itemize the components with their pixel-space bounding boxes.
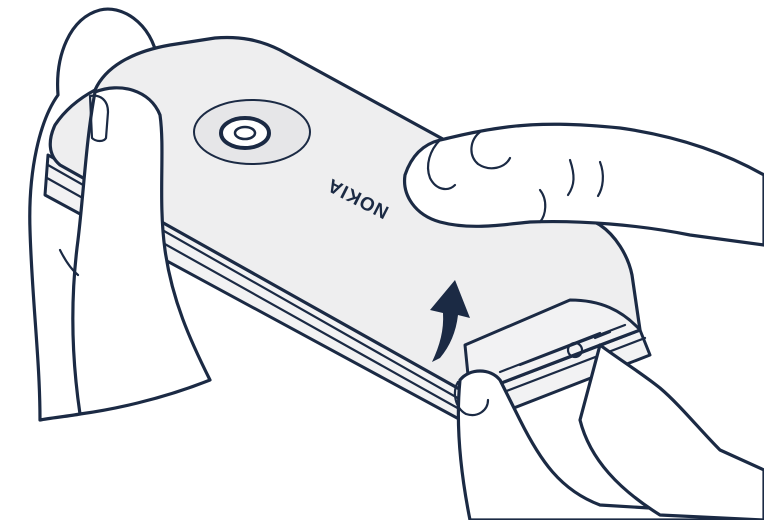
- camera-lens-icon: [194, 100, 310, 164]
